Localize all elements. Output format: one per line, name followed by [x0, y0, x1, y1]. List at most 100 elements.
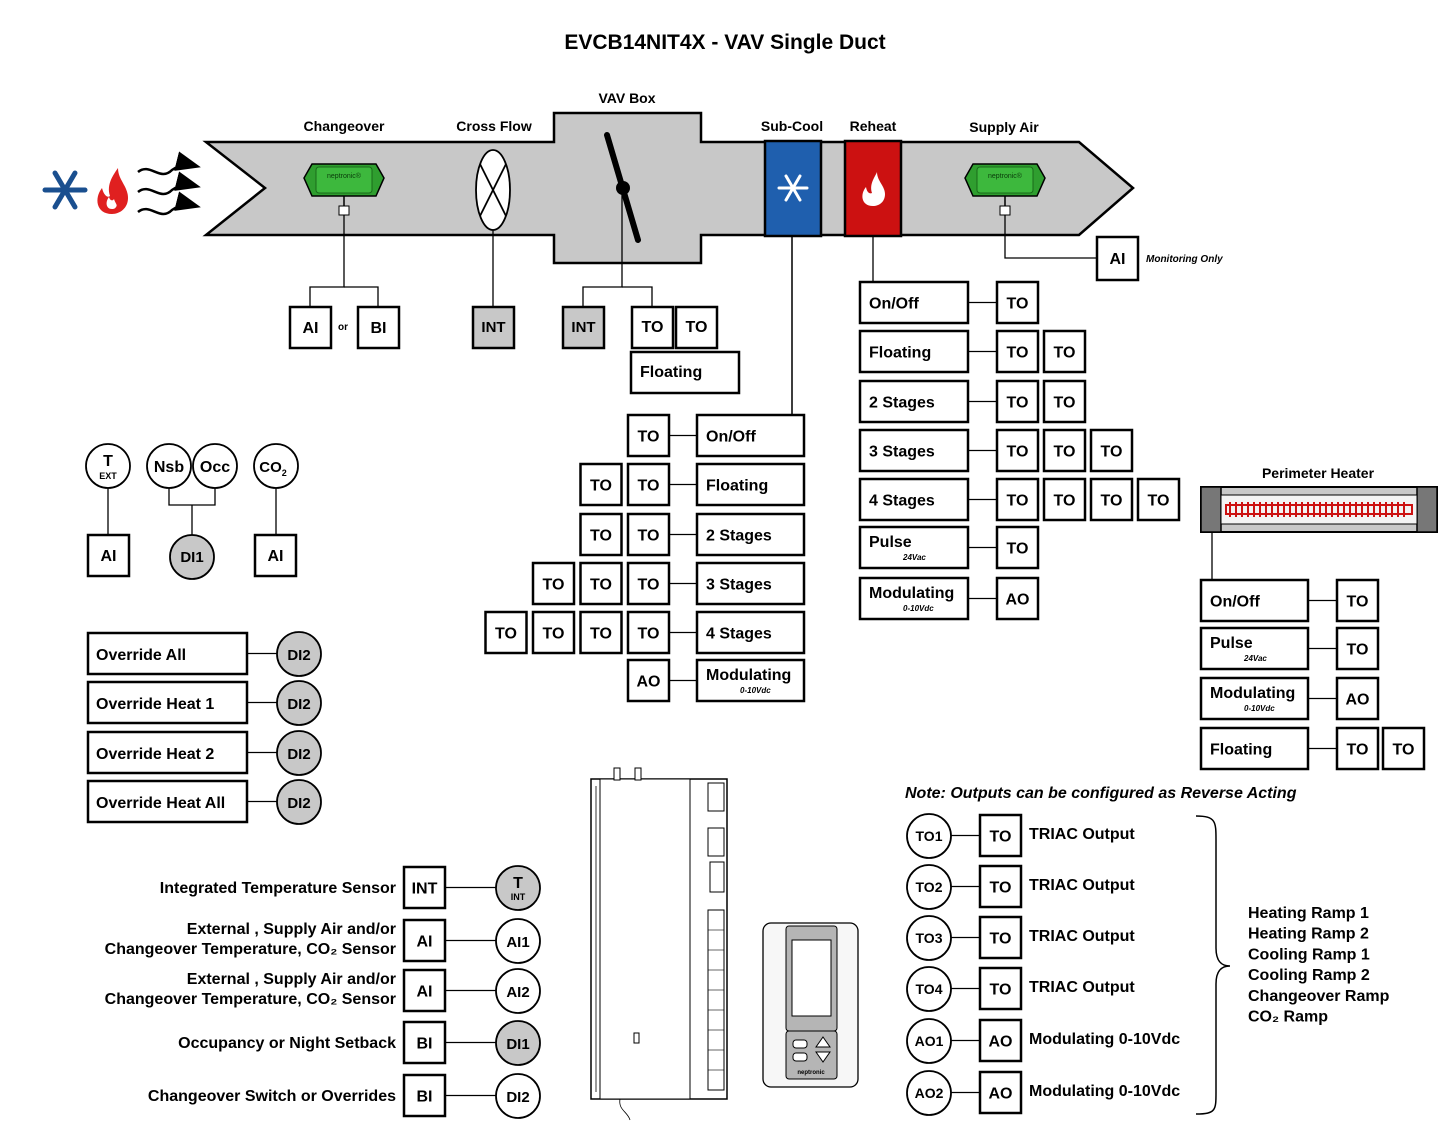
- snowflake-icon: [42, 170, 88, 210]
- svg-text:AI: AI: [101, 548, 117, 565]
- svg-text:DI2: DI2: [287, 746, 310, 763]
- svg-text:TO: TO: [543, 626, 565, 643]
- to-box: TO: [1335, 578, 1380, 623]
- svg-text:INT: INT: [571, 319, 595, 336]
- svg-text:TRIAC Output: TRIAC Output: [1029, 979, 1135, 996]
- svg-text:External , Supply Air and/or: External , Supply Air and/or: [187, 971, 396, 988]
- to-box: TO: [626, 462, 671, 507]
- ai-box: [253, 533, 298, 578]
- svg-text:Modulating: Modulating: [1210, 685, 1295, 702]
- svg-text:AI: AI: [1110, 251, 1126, 268]
- option-box: 3 Stages: [858, 428, 970, 473]
- svg-text:T: T: [513, 875, 523, 892]
- int-box: INT: [402, 865, 447, 910]
- svg-text:3 Stages: 3 Stages: [706, 577, 772, 594]
- svg-text:neptronic®: neptronic®: [327, 172, 362, 180]
- option-box: 3 Stages: [695, 561, 806, 606]
- svg-text:Cooling Ramp 1: Cooling Ramp 1: [1248, 946, 1370, 963]
- flame-icon: [97, 168, 128, 214]
- svg-text:TO: TO: [1007, 296, 1029, 313]
- svg-text:Changeover Temperature, CO₂ Se: Changeover Temperature, CO₂ Sensor: [105, 941, 396, 958]
- to-box: TO: [995, 379, 1040, 424]
- to-box: TO: [626, 413, 671, 458]
- int-box: [561, 305, 606, 350]
- svg-text:External , Supply Air and/or: External , Supply Air and/or: [187, 921, 396, 938]
- svg-text:Modulating 0-10Vdc: Modulating 0-10Vdc: [1029, 1031, 1180, 1048]
- crossflow-io: INT: [471, 305, 516, 350]
- sensor-inputs: T EXT AI Nsb Occ DI1 CO2 AI: [85, 443, 299, 580]
- svg-text:TO: TO: [638, 577, 660, 594]
- svg-text:Modulating: Modulating: [706, 667, 791, 684]
- svg-text:Changeover Temperature, CO₂ Se: Changeover Temperature, CO₂ Sensor: [105, 991, 396, 1008]
- flame-icon: [862, 172, 885, 206]
- svg-text:TO: TO: [990, 982, 1012, 999]
- svg-text:Floating: Floating: [869, 345, 931, 362]
- svg-text:DI2: DI2: [506, 1089, 529, 1106]
- svg-text:TO: TO: [590, 626, 612, 643]
- subcool-coil: [763, 139, 823, 238]
- svg-text:INT: INT: [511, 892, 526, 902]
- subcool-label: Sub-Cool: [761, 118, 823, 134]
- svg-text:Override All: Override All: [96, 647, 186, 664]
- ao-box: AO: [978, 1070, 1023, 1115]
- svg-text:Cooling Ramp 2: Cooling Ramp 2: [1248, 967, 1370, 984]
- to-box: TO: [1042, 329, 1087, 374]
- svg-text:Perimeter Heater: Perimeter Heater: [1262, 465, 1375, 481]
- airflow-arrows-icon: [137, 151, 201, 216]
- option-box: 2 Stages: [695, 512, 806, 557]
- ai-box: AI: [402, 968, 447, 1013]
- svg-text:AI: AI: [303, 320, 319, 337]
- svg-text:AO: AO: [1346, 692, 1370, 709]
- ai-box: [1095, 235, 1140, 282]
- svg-text:AO1: AO1: [915, 1033, 944, 1049]
- svg-text:TO: TO: [1347, 742, 1369, 759]
- svg-text:TO2: TO2: [916, 879, 943, 895]
- svg-text:Nsb: Nsb: [154, 459, 184, 476]
- svg-text:TO4: TO4: [916, 981, 943, 997]
- svg-text:Heating Ramp 1: Heating Ramp 1: [1248, 905, 1369, 922]
- subcool-option-row: On/Off TO: [626, 413, 806, 458]
- svg-text:AI: AI: [417, 984, 433, 1001]
- svg-text:TO: TO: [1007, 395, 1029, 412]
- to-box: TO: [995, 477, 1040, 522]
- to-box: TO: [1042, 428, 1087, 473]
- svg-text:TO: TO: [990, 931, 1012, 948]
- svg-text:Integrated Temperature Sensor: Integrated Temperature Sensor: [160, 880, 396, 897]
- changeover-io: AI or BI: [288, 305, 401, 350]
- svg-text:DI1: DI1: [506, 1036, 529, 1053]
- reverse-acting-note: Note: Outputs can be configured as Rever…: [905, 785, 1297, 802]
- svg-text:4 Stages: 4 Stages: [706, 626, 772, 643]
- to-box: TO: [1381, 726, 1426, 771]
- svg-text:TO: TO: [638, 429, 660, 446]
- bi-box: BI: [402, 1073, 447, 1118]
- svg-text:AI: AI: [417, 934, 433, 951]
- option-box: 4 Stages: [695, 610, 806, 655]
- to-box: TO: [995, 428, 1040, 473]
- svg-text:AO: AO: [989, 1086, 1013, 1103]
- to-box: TO: [1335, 726, 1380, 771]
- svg-text:On/Off: On/Off: [706, 429, 756, 446]
- svg-text:Modulating: Modulating: [869, 585, 954, 602]
- svg-text:TO: TO: [638, 528, 660, 545]
- svg-text:AI1: AI1: [506, 934, 529, 951]
- svg-text:TRIAC Output: TRIAC Output: [1029, 826, 1135, 843]
